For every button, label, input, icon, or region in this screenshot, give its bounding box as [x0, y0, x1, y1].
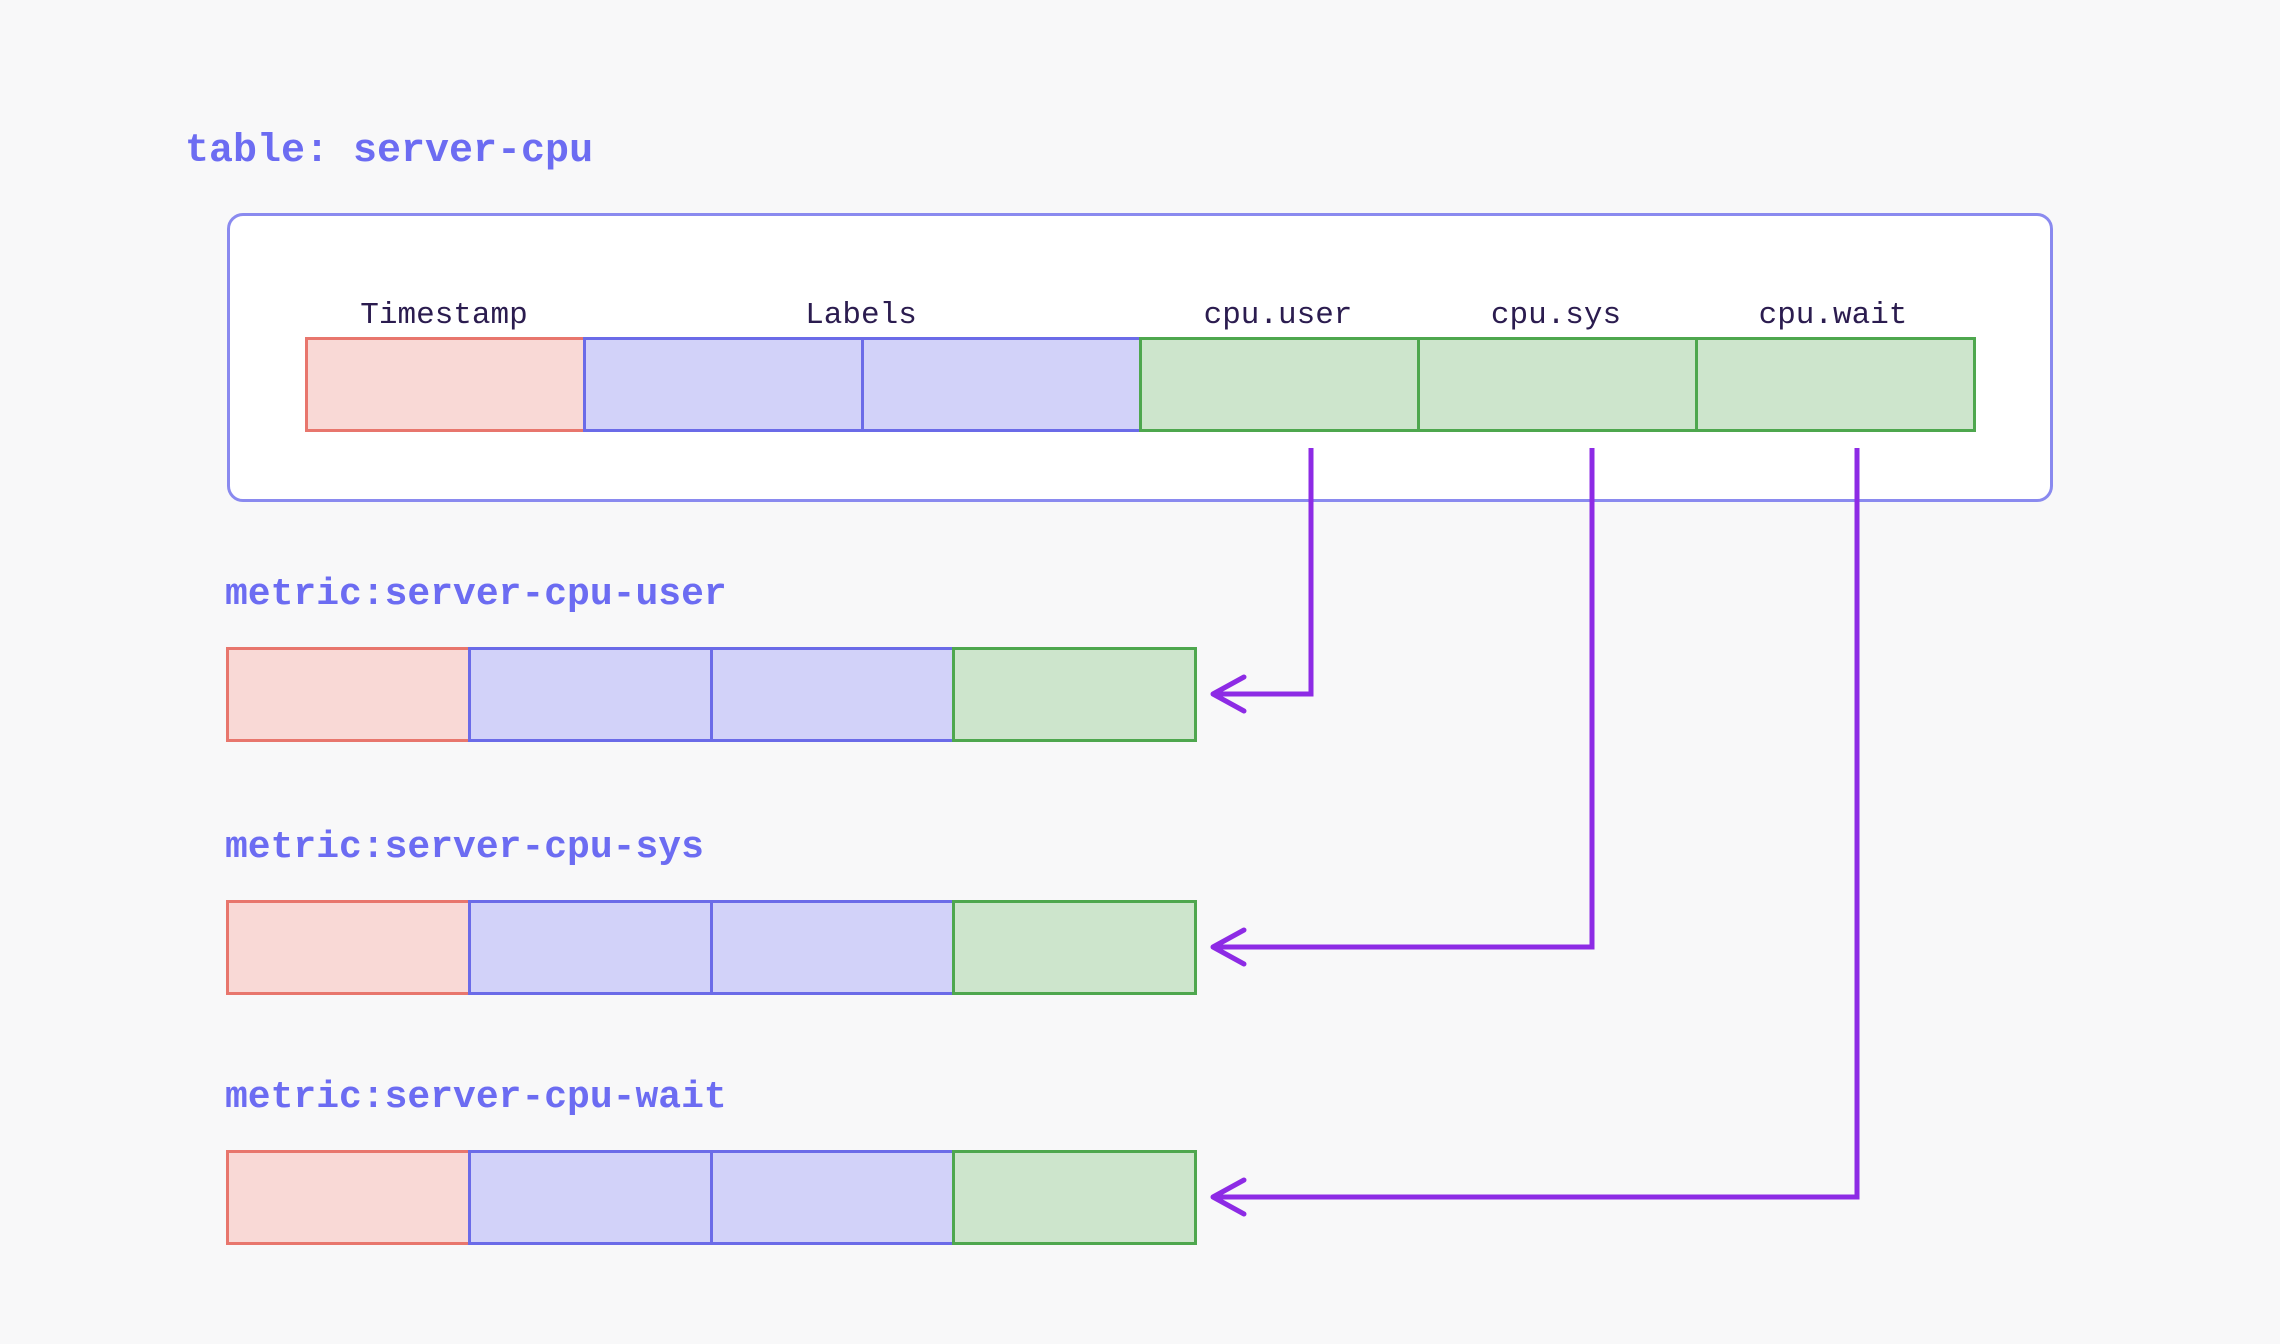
timestamp-cell	[226, 647, 471, 742]
labels-cell	[468, 1150, 713, 1245]
field-cell-cpu-wait	[1695, 337, 1976, 432]
metric-title-server-cpu-user: metric:server-cpu-user	[225, 573, 727, 616]
labels-cell	[710, 647, 955, 742]
metric-row-server-cpu-sys	[226, 900, 1197, 995]
field-cell-cpu-user	[1139, 337, 1420, 432]
labels-cell	[468, 647, 713, 742]
column-header-cpu-sys: cpu.sys	[1490, 298, 1622, 333]
labels-cell	[710, 1150, 955, 1245]
table-row	[305, 337, 1976, 432]
labels-cell	[861, 337, 1142, 432]
arrow-cpu-wait-to-metric	[1210, 448, 1860, 1217]
timestamp-cell	[226, 1150, 471, 1245]
timestamp-cell	[226, 900, 471, 995]
column-header-timestamp: Timestamp	[360, 298, 528, 333]
timestamp-cell	[305, 337, 586, 432]
column-header-cpu-wait: cpu.wait	[1758, 298, 1908, 333]
labels-cell	[583, 337, 864, 432]
field-cell	[952, 900, 1197, 995]
field-cell	[952, 1150, 1197, 1245]
labels-cell	[710, 900, 955, 995]
metric-title-server-cpu-sys: metric:server-cpu-sys	[225, 826, 704, 869]
metric-row-server-cpu-user	[226, 647, 1197, 742]
field-cell	[952, 647, 1197, 742]
table-title: table: server-cpu	[185, 129, 594, 174]
column-header-cpu-user: cpu.user	[1203, 298, 1353, 333]
table-container: Timestamp Labels cpu.user cpu.sys cpu.wa…	[227, 213, 2053, 502]
column-header-labels: Labels	[805, 298, 917, 333]
field-cell-cpu-sys	[1417, 337, 1698, 432]
arrow-cpu-sys-to-metric	[1210, 448, 1595, 967]
labels-cell	[468, 900, 713, 995]
metric-title-server-cpu-wait: metric:server-cpu-wait	[225, 1076, 727, 1119]
metric-row-server-cpu-wait	[226, 1150, 1197, 1245]
